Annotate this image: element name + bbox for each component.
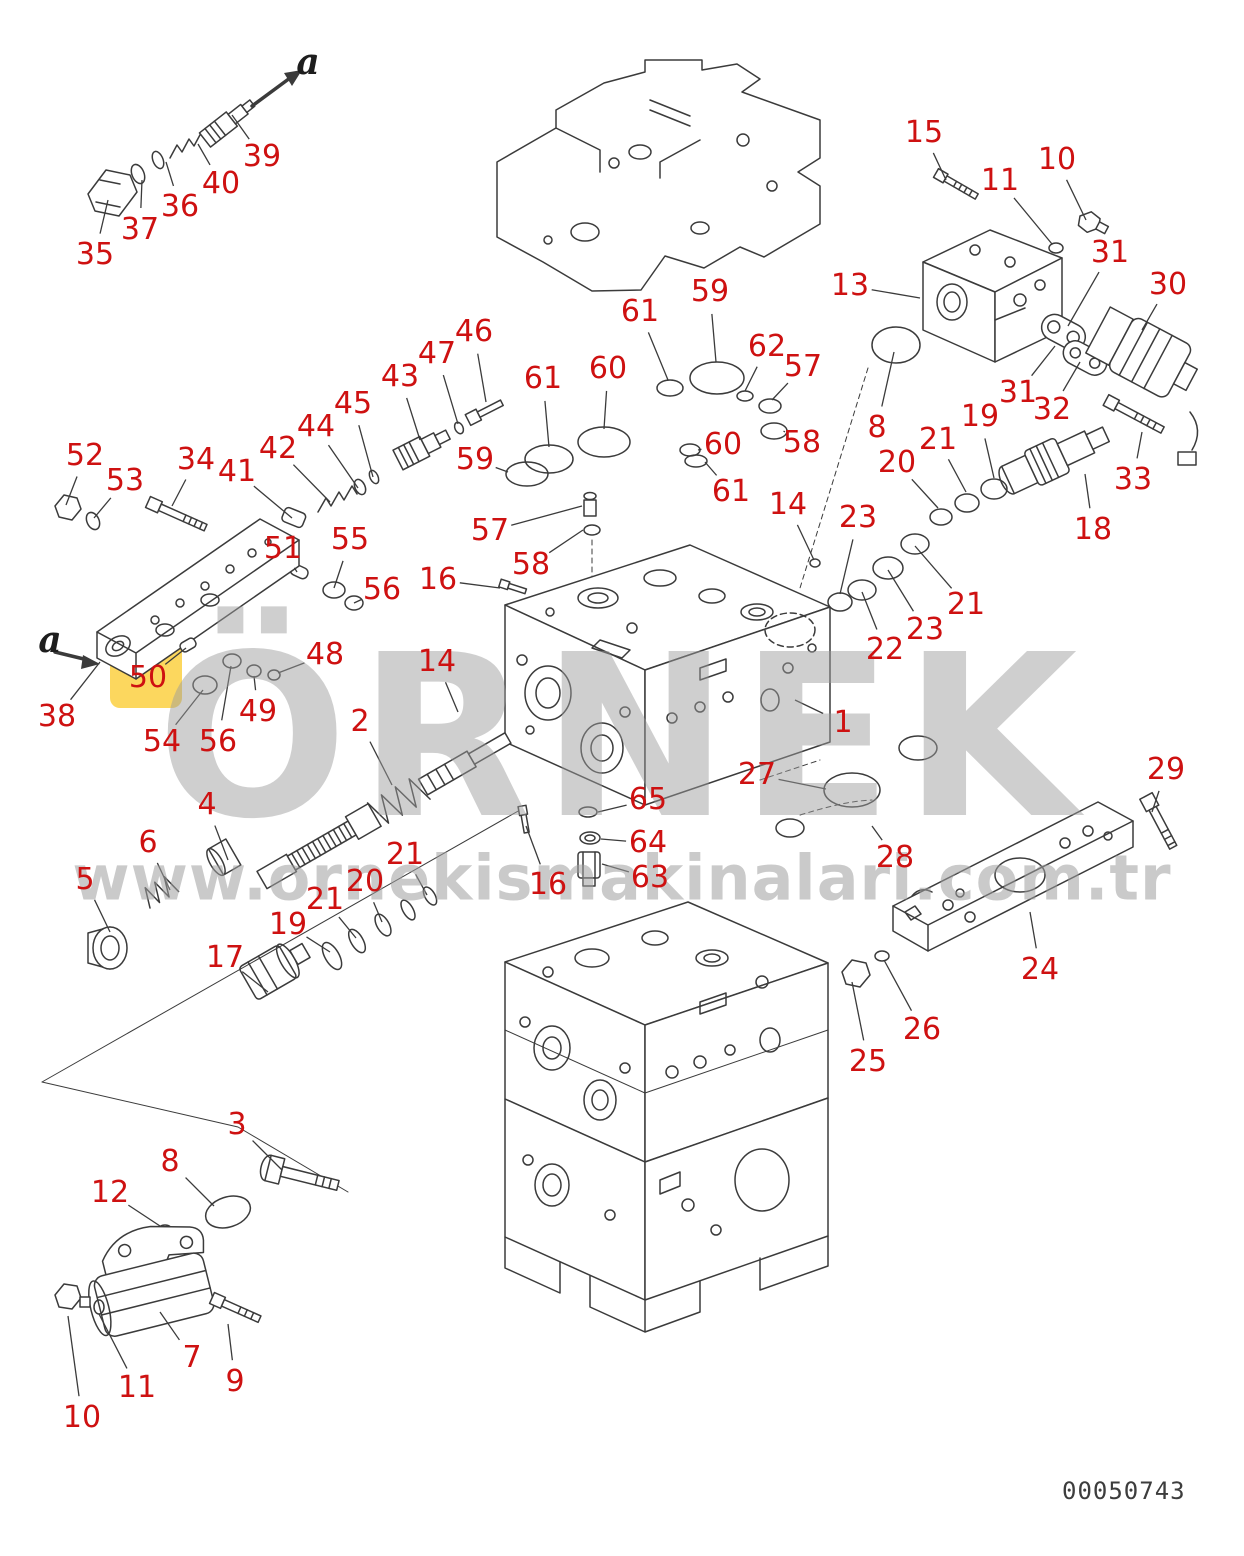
document-number: 00050743 <box>1062 1477 1186 1505</box>
leader-lines <box>65 114 1160 1397</box>
